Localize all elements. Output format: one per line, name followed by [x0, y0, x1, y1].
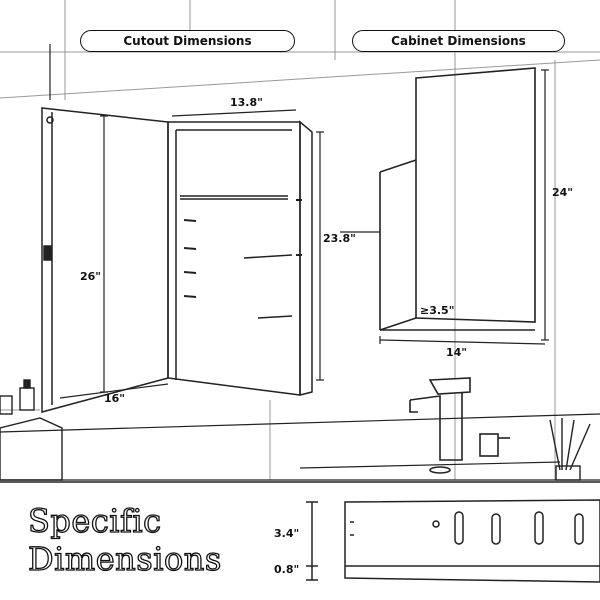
- cutout-dimensions-title: Cutout Dimensions: [80, 30, 295, 52]
- cabinet-closed: [379, 67, 536, 331]
- door-height-label: 26": [80, 270, 102, 283]
- reed-diffuser: [549, 418, 591, 481]
- shelf-height-label: 3.4": [274, 527, 300, 540]
- cutout-height-label: 23.8": [323, 232, 356, 245]
- wall-tiles: [0, 0, 600, 480]
- shelf-profile: [306, 499, 600, 583]
- shelf-slots: [454, 511, 584, 545]
- cabinet-door: [41, 107, 169, 413]
- cabinet-depth-label: ≥3.5": [420, 304, 455, 317]
- bottle-tray: [0, 379, 63, 481]
- cabinet-width-label: 14": [446, 346, 468, 359]
- cabinet-body: [167, 120, 313, 396]
- cabinet-dim-lines: [379, 69, 549, 345]
- cabinet-dimensions-title: Cabinet Dimensions: [352, 30, 565, 52]
- cabinet-height-label: 24": [552, 186, 574, 199]
- cutout-width-label: 13.8": [230, 96, 263, 109]
- shelf-pegs: [183, 199, 302, 298]
- counter: [0, 413, 600, 481]
- door-width-label: 16": [104, 392, 126, 405]
- shelves: [180, 195, 293, 319]
- specific-title-line2: Dimensions: [27, 539, 222, 578]
- specific-title-line1: Specific: [27, 501, 162, 540]
- cutout-dim-lines: [49, 44, 380, 399]
- shelf-lip-label: 0.8": [274, 563, 300, 576]
- faucet: [409, 377, 510, 474]
